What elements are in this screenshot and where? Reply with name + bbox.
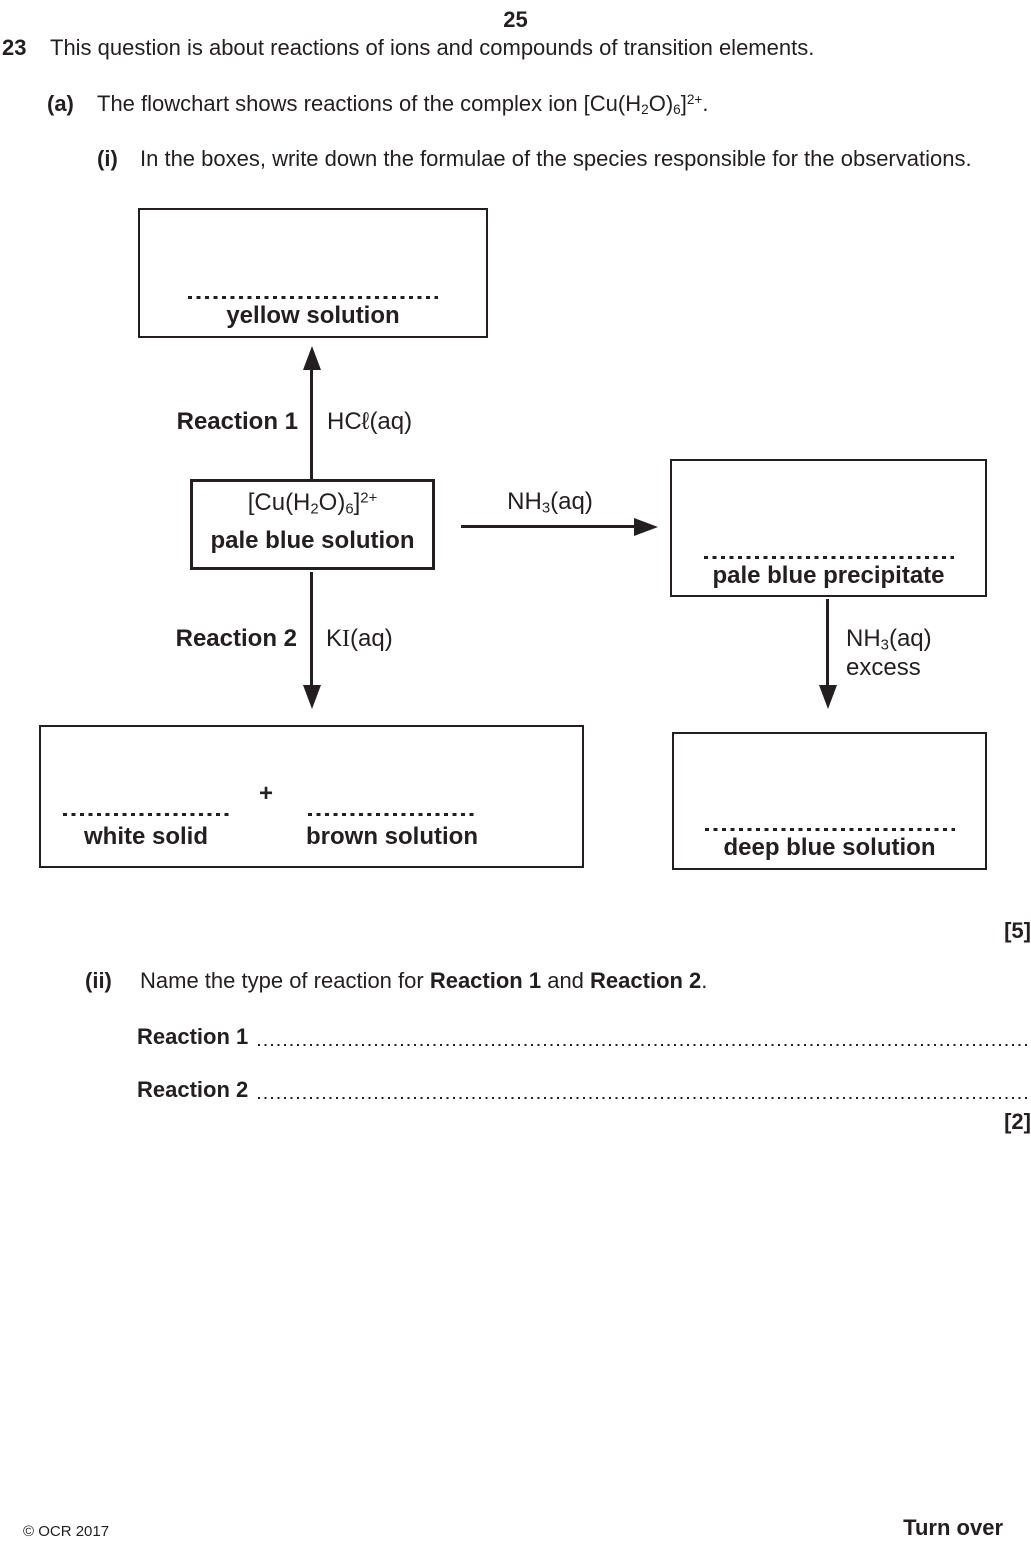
answer-blank-yellow-solution[interactable] xyxy=(188,296,438,299)
copper-complex-formula: [Cu(H2O)6]2+ xyxy=(247,489,378,518)
box-pale-blue-precipitate: pale blue precipitate xyxy=(670,459,987,597)
footer-copyright: © OCR 2017 xyxy=(23,1523,110,1540)
mark-part-i: [5] xyxy=(1004,918,1031,943)
arrow-up-head xyxy=(302,346,321,370)
part-ii-text: Name the type of reaction for Reaction 1… xyxy=(140,968,708,993)
arrow-down-excess-head xyxy=(818,685,837,709)
page-number: 25 xyxy=(503,7,528,32)
white-solid-label: white solid xyxy=(83,823,208,850)
reaction1-answer-line[interactable] xyxy=(258,1043,1031,1046)
hcl-label: HCℓ(aq) xyxy=(327,408,413,435)
pale-blue-precipitate-label: pale blue precipitate xyxy=(712,562,945,589)
reaction2-answer-row: Reaction 2 xyxy=(137,1076,1031,1104)
reaction1-answer-label: Reaction 1 xyxy=(137,1024,249,1049)
arrow-down-reaction2-line xyxy=(310,572,313,687)
plus-sign: + xyxy=(258,780,273,807)
nh3-excess-line1: NH3(aq) xyxy=(846,625,932,654)
nh3-label: NH3(aq) xyxy=(507,488,593,517)
deep-blue-solution-label: deep blue solution xyxy=(723,834,936,861)
answer-blank-precipitate[interactable] xyxy=(703,556,954,559)
ki-label: KI(aq) xyxy=(326,625,393,652)
part-a-text: The flowchart shows reactions of the com… xyxy=(97,91,709,117)
question-intro: This question is about reactions of ions… xyxy=(50,35,815,60)
nh3-excess-label: NH3(aq) excess xyxy=(846,624,932,682)
pale-blue-solution-label: pale blue solution xyxy=(210,527,415,554)
yellow-solution-label: yellow solution xyxy=(226,302,400,329)
turn-over-label: Turn over xyxy=(903,1515,1003,1540)
nh3-excess-line2: excess xyxy=(846,654,921,681)
answer-blank-white-solid[interactable] xyxy=(63,813,233,816)
reaction2-answer-label: Reaction 2 xyxy=(137,1077,249,1102)
box-yellow-solution: yellow solution xyxy=(138,208,488,338)
brown-solution-label: brown solution xyxy=(306,823,478,850)
answer-blank-deep-blue[interactable] xyxy=(704,828,955,831)
part-a-marker: (a) xyxy=(47,91,74,116)
box-white-solid-brown-solution: + white solid brown solution xyxy=(39,725,584,868)
box-copper-complex: [Cu(H2O)6]2+ pale blue solution xyxy=(190,479,435,570)
mark-part-ii: [2] xyxy=(1004,1109,1031,1134)
arrow-right-line xyxy=(461,525,637,528)
arrow-right-head xyxy=(634,517,658,536)
reaction1-flow-label: Reaction 1 xyxy=(176,408,298,435)
part-i-text: In the boxes, write down the formulae of… xyxy=(140,146,972,171)
part-i-marker: (i) xyxy=(97,146,118,171)
arrow-down-excess-line xyxy=(826,599,829,687)
reaction2-answer-line[interactable] xyxy=(258,1096,1031,1099)
arrow-up-line xyxy=(310,368,313,479)
reaction1-answer-row: Reaction 1 xyxy=(137,1023,1031,1051)
part-ii-marker: (ii) xyxy=(85,968,112,993)
question-number: 23 xyxy=(2,35,27,60)
reaction2-flow-label: Reaction 2 xyxy=(175,625,297,652)
answer-blank-brown-solution[interactable] xyxy=(308,813,478,816)
arrow-down-reaction2-head xyxy=(302,685,321,709)
box-deep-blue-solution: deep blue solution xyxy=(672,732,987,870)
